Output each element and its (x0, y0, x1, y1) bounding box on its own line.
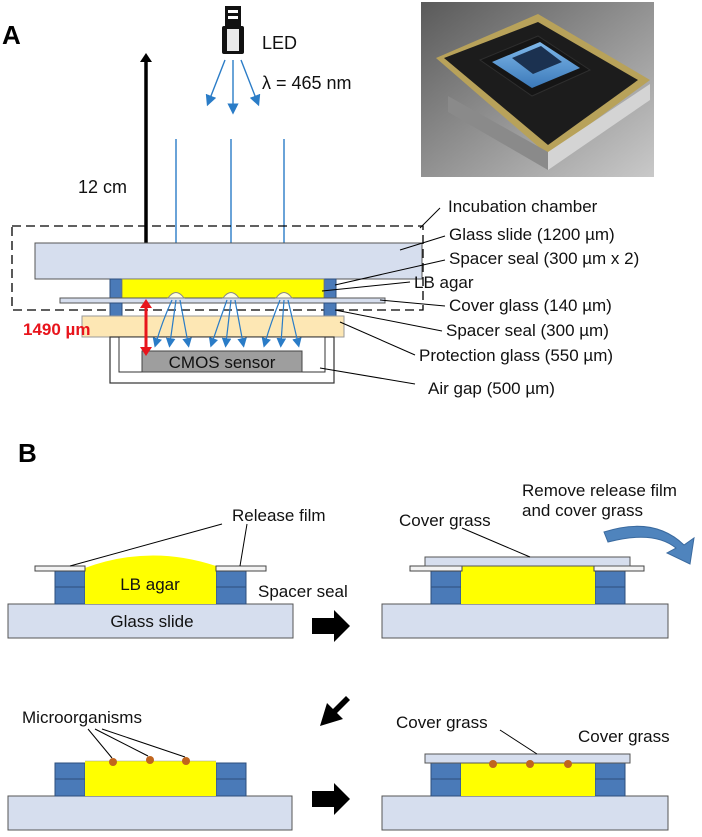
step1-release-film-label: Release film (232, 506, 326, 525)
cmos-sensor (141, 350, 303, 373)
protection-glass (81, 315, 345, 338)
led-label: LED (262, 33, 297, 53)
step1-slide-label: Glass slide (110, 612, 193, 631)
callout-protection-glass: Protection glass (550 µm) (419, 346, 613, 365)
step1-spacer-label: Spacer seal (258, 582, 348, 601)
step4-microbe-3 (564, 760, 572, 768)
step4-cover-right-label: Cover grass (578, 727, 670, 746)
callout-glass-slide: Glass slide (1200 µm) (449, 225, 615, 244)
step1-glass-slide (7, 603, 294, 639)
cmos-sensor-label: CMOS sensor (169, 353, 276, 372)
step4-lb-agar (461, 763, 595, 796)
arrow-step3-to-step4 (312, 783, 350, 815)
spacer-seal-right (323, 278, 337, 299)
step2-cover-label: Cover grass (399, 511, 491, 530)
step1-release-film-right (215, 565, 267, 572)
step1-lb-agar (85, 555, 216, 604)
step2-release-film-right (593, 565, 645, 572)
step2: Cover grass Remove release film and cove… (381, 481, 695, 639)
step2-remove-line2: and cover grass (522, 501, 643, 520)
step4-glass-slide (381, 795, 669, 831)
step3: Microorganisms (7, 708, 293, 831)
step4: Cover grass Cover grass (381, 713, 670, 831)
step2-glass-slide (381, 603, 669, 639)
callout-incubation-chamber: Incubation chamber (448, 197, 598, 216)
callout-spacer-seal-x2: Spacer seal (300 µm x 2) (449, 249, 639, 268)
callout-leaders (319, 207, 446, 385)
step3-microbe-3 (182, 757, 190, 765)
step1-release-film-left (34, 565, 86, 572)
wavelength-label: λ = 465 nm (262, 73, 352, 93)
arrow-step2-to-step3 (320, 696, 350, 726)
step4-cover-left-label: Cover grass (396, 713, 488, 732)
step2-release-film-left (409, 565, 463, 572)
gap-label: 1490 µm (23, 320, 90, 339)
spacer-seal-left (109, 278, 123, 299)
step2-remove-arrow-icon (603, 525, 695, 565)
step2-lb-agar (461, 566, 595, 604)
lower-spacer-right (323, 302, 337, 317)
step3-microbe-2 (146, 756, 154, 764)
panel-a-letter: A (2, 20, 21, 50)
callout-lb-agar: LB agar (414, 273, 474, 292)
step1: Glass slide LB agar Release film Spacer … (7, 506, 348, 639)
incubation-chamber (11, 225, 424, 311)
callout-labels: Incubation chamber Glass slide (1200 µm)… (414, 197, 639, 398)
cover-glass (59, 297, 386, 304)
lower-spacer-left (109, 302, 123, 317)
step2-cover-glass (424, 556, 631, 567)
step2-remove-line1: Remove release film (522, 481, 677, 500)
callout-cover-glass: Cover glass (140 µm) (449, 296, 612, 315)
glass-slide (34, 242, 423, 280)
callout-air-gap: Air gap (500 µm) (428, 379, 555, 398)
step1-agar-label: LB agar (120, 575, 180, 594)
led-icon (222, 6, 244, 54)
step4-microbe-1 (489, 760, 497, 768)
step3-lb-agar (85, 761, 216, 796)
device-photo (421, 2, 654, 177)
step4-microbe-2 (526, 760, 534, 768)
colonies (167, 292, 293, 299)
led-light-rays (205, 59, 261, 115)
panel-b-letter: B (18, 438, 37, 468)
step3-microbe-1 (109, 758, 117, 766)
diffracted-light (152, 299, 302, 348)
lb-agar (121, 278, 325, 299)
height-label: 12 cm (78, 177, 127, 197)
step3-glass-slide (7, 795, 293, 831)
arrow-step1-to-step2 (312, 610, 350, 642)
callout-spacer-seal: Spacer seal (300 µm) (446, 321, 609, 340)
step3-micro-label: Microorganisms (22, 708, 142, 727)
gap-arrow (140, 299, 152, 356)
